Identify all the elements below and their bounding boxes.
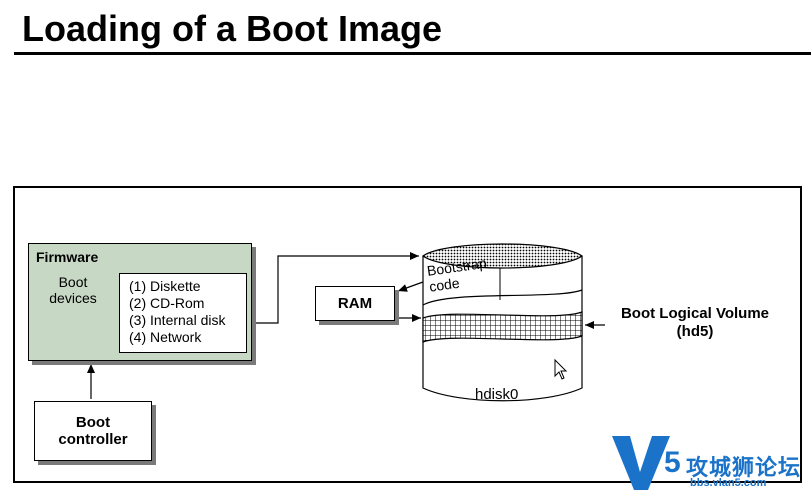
slide-title: Loading of a Boot Image [22, 8, 442, 49]
mouse-cursor-icon [554, 358, 568, 380]
svg-text:5: 5 [664, 446, 681, 479]
arrow-internal-disk-to-disk [247, 252, 419, 324]
bootstrap-divider [422, 289, 583, 306]
firmware-title: Firmware [36, 249, 99, 265]
arrow-bootstrap-to-ram [397, 281, 424, 292]
boot-device-list: (1) Diskette (2) CD-Rom (3) Internal dis… [119, 273, 247, 353]
boot-controller-box: Boot controller [34, 401, 152, 461]
hdisk0-label: hdisk0 [475, 386, 519, 403]
ram-box: RAM [315, 286, 395, 321]
disk-top-cap [421, 243, 584, 269]
boot-device-diskette: (1) Diskette [129, 278, 201, 294]
boot-device-cdrom: (2) CD-Rom [129, 295, 205, 311]
ram-label: RAM [337, 295, 373, 312]
boot-controller-label: Boot controller [58, 414, 128, 448]
title-underline [14, 52, 811, 55]
boot-logical-volume-label: Boot Logical Volume (hd5) [620, 305, 770, 340]
watermark-logo-icon: 5 [612, 436, 681, 490]
boot-logical-volume-band [422, 311, 583, 343]
watermark-url: bbs.vlan5.com [690, 477, 767, 489]
diagram-frame [13, 186, 802, 483]
boot-device-network: (4) Network [129, 329, 202, 345]
watermark-text: 攻城狮论坛 [686, 455, 802, 480]
boot-device-internal-disk: (3) Internal disk [129, 312, 226, 328]
boot-devices-label: Boot devices [49, 274, 97, 306]
